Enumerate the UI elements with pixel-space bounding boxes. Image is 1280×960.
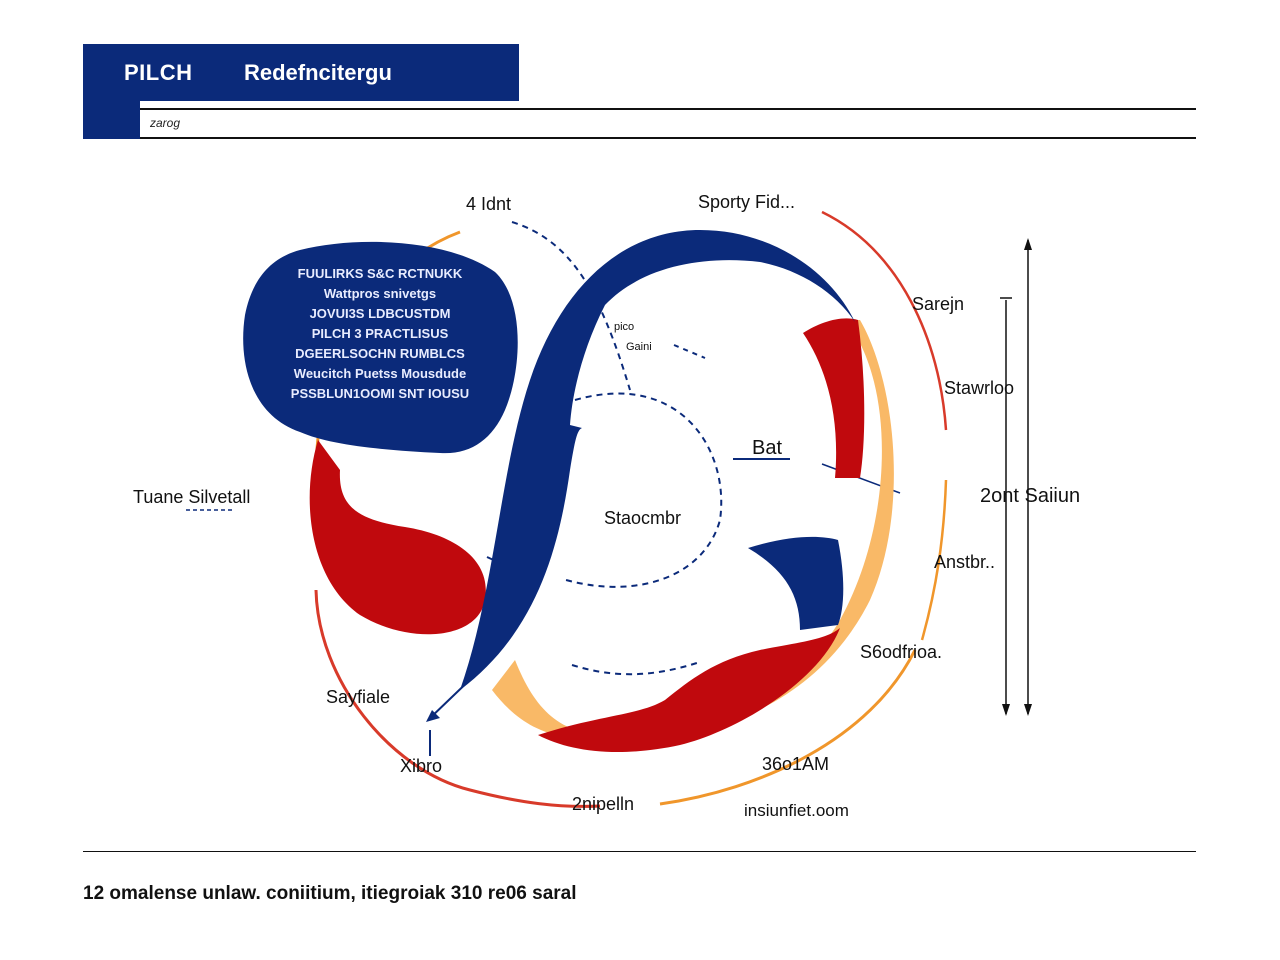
label-right-2: Stawrloo [944,378,1014,398]
label-bottom-url: insiunfiet.oom [744,801,849,820]
label-inner-center: Staocmbr [604,508,681,528]
label-left: Tuane Silvetall [133,487,250,507]
header-subtitle: zarog [150,116,181,130]
arrow-tick [486,556,501,564]
footer-rule [83,851,1196,852]
footer-caption: 12 omalense unlaw. coniitium, itiegroiak… [83,883,577,904]
header-accent-strip [83,101,140,139]
label-right-4: Anstbr.. [934,552,995,572]
label-inner-small-1: pico [614,321,634,333]
header-rule-bottom [140,137,1196,139]
label-right-3: 2ont Saiiun [980,485,1080,507]
red-segment-bottom [538,628,840,753]
red-segment-right [803,318,865,478]
arrow-head-bottom-left [426,710,440,722]
navy-segment-notch [748,536,844,630]
header-title: Redefncitergu [244,60,392,85]
range-arrow-outer-head-bottom [1024,704,1032,716]
label-bottom-left-2: Xibro [400,756,442,776]
red-segment-left [309,440,486,635]
bubble-line: Weucitch Puetss Mousdude [294,366,466,381]
navy-crescent [460,230,855,690]
outer-arc-bottom-left [314,589,601,808]
bubble-line: PILCH 3 PRACTLISUS [312,326,449,341]
dashed-guide-bottom [571,661,701,676]
label-bottom-left-1: Sayfiale [326,687,390,707]
speech-bubble [243,241,518,454]
arrow-bottom-left [427,671,479,721]
header-rule-top [140,108,1196,110]
label-bottom-center: 2nipelln [572,794,634,814]
label-top-left: 4 Idnt [466,194,511,214]
label-top-right: Sporty Fid... [698,192,795,212]
label-right-5: S6odfrioa. [860,642,942,662]
dashed-guide-small [673,344,706,359]
outer-arc-top-right [821,210,948,431]
outer-arc-right [920,479,948,641]
orange-segment-right [492,320,894,740]
range-arrow-inner-head [1002,704,1010,716]
bubble-line: JOVUI3S LDBCUSTDM [310,306,451,321]
bubble-line: PSSBLUN1OOMI SNT IOUSU [291,386,469,401]
brand-logo-text: PILCH [124,60,193,85]
bubble-line: Wattpros snivetgs [324,286,436,301]
label-bottom-right: 36o1AM [762,754,829,774]
dashed-inner-circle [565,392,723,588]
label-right-1: Sarejn [912,294,964,314]
header-bar [83,44,519,101]
bubble-line: DGEERLSOCHN RUMBLCS [295,346,465,361]
range-arrow-outer-head-top [1024,238,1032,250]
outer-arc-bottom-right [659,649,917,806]
dashed-guide-top [511,221,631,391]
bubble-line: FUULIRKS S&C RCTNUKK [298,266,463,281]
label-inner-small-2: Gaini [626,341,652,353]
label-inner-right: Bat [752,437,782,459]
